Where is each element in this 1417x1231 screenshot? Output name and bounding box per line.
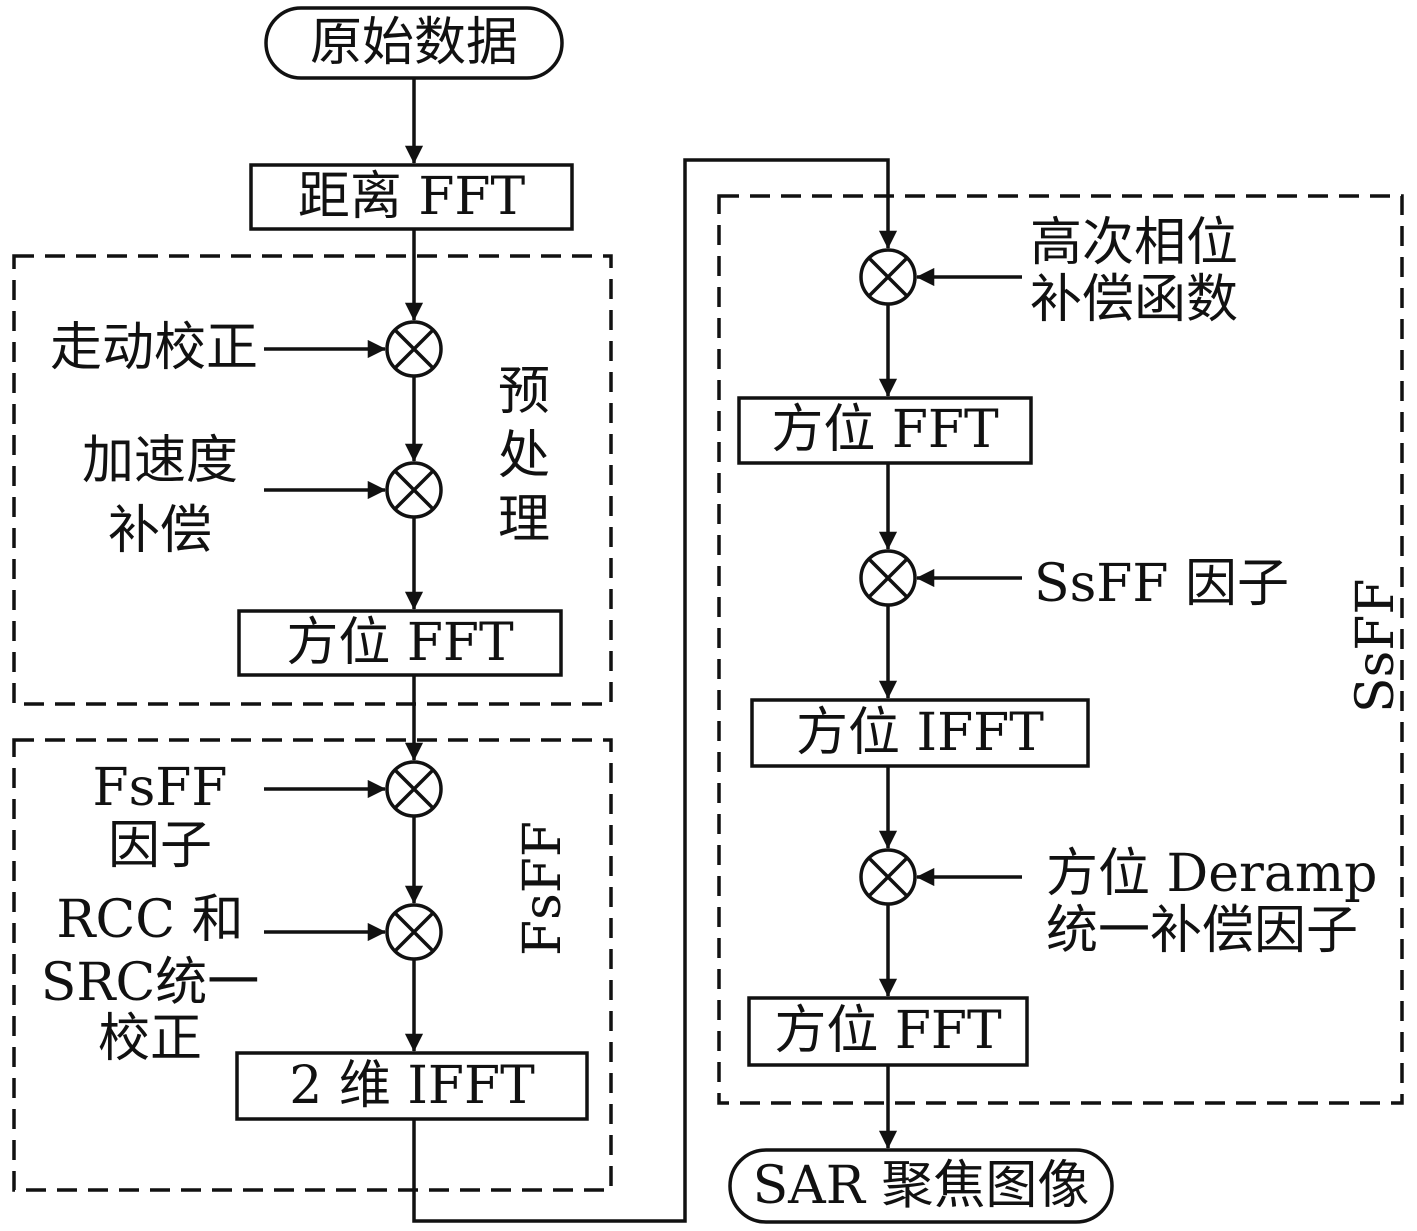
rcc-line3: 校正 — [97, 1009, 202, 1069]
preprocess-group — [12, 254, 613, 706]
ssff-group — [717, 194, 1404, 1105]
range-fft-label: 距离 FFT — [297, 167, 526, 227]
ssff-azimuth-fft-2-box — [747, 996, 1029, 1067]
multiplier-accel — [385, 461, 443, 519]
range-fft-box — [249, 163, 574, 231]
ssff-azimuth-ifft-box — [750, 698, 1090, 768]
rcc-line1: RCC 和 — [56, 890, 244, 950]
ssff-azimuth-fft-1-box — [737, 396, 1033, 465]
rcc-line2: SRC统一 — [40, 953, 260, 1013]
ifft2d-box — [235, 1051, 589, 1121]
preprocess-title: 预处理 — [497, 362, 550, 550]
accel-comp-line2: 补偿 — [107, 501, 212, 561]
ssff-title: SsFF — [1346, 578, 1406, 713]
ssff-azimuth-ifft-label: 方位 IFFT — [796, 703, 1044, 763]
end-label: SAR 聚焦图像 — [752, 1156, 1090, 1216]
accel-comp-line1: 加速度 — [81, 431, 238, 491]
end-terminal — [728, 1148, 1114, 1224]
multiplier-high-order — [859, 248, 917, 306]
preprocess-azimuth-fft-box — [237, 609, 563, 677]
ssff-factor-label: SsFF 因子 — [1034, 554, 1289, 614]
start-terminal — [264, 6, 564, 80]
multiplier-fsff — [385, 760, 443, 818]
deramp-line2: 统一补偿因子 — [1046, 901, 1359, 961]
preprocess-azimuth-fft-label: 方位 FFT — [286, 613, 514, 673]
connector-ifft2d-to-ssff — [412, 158, 898, 1223]
start-label: 原始数据 — [309, 13, 518, 73]
fsff-title: FsFF — [513, 821, 573, 956]
fsff-factor-line2: 因子 — [107, 816, 212, 876]
multiplier-rcc — [385, 903, 443, 961]
walk-correction-label: 走动校正 — [49, 318, 258, 378]
ssff-azimuth-fft-2-label: 方位 FFT — [774, 1001, 1002, 1061]
high-order-line2: 补偿函数 — [1030, 270, 1239, 330]
multiplier-deramp — [859, 848, 917, 906]
fsff-group — [12, 738, 613, 1192]
high-order-line1: 高次相位 — [1030, 213, 1239, 273]
deramp-line1: 方位 Deramp — [1046, 844, 1378, 904]
multiplier-ssff — [859, 549, 917, 607]
ssff-azimuth-fft-1-label: 方位 FFT — [771, 400, 999, 460]
ifft2d-label: 2 维 IFFT — [289, 1056, 535, 1116]
multiplier-walk — [385, 320, 443, 378]
fsff-factor-line1: FsFF — [92, 758, 228, 818]
